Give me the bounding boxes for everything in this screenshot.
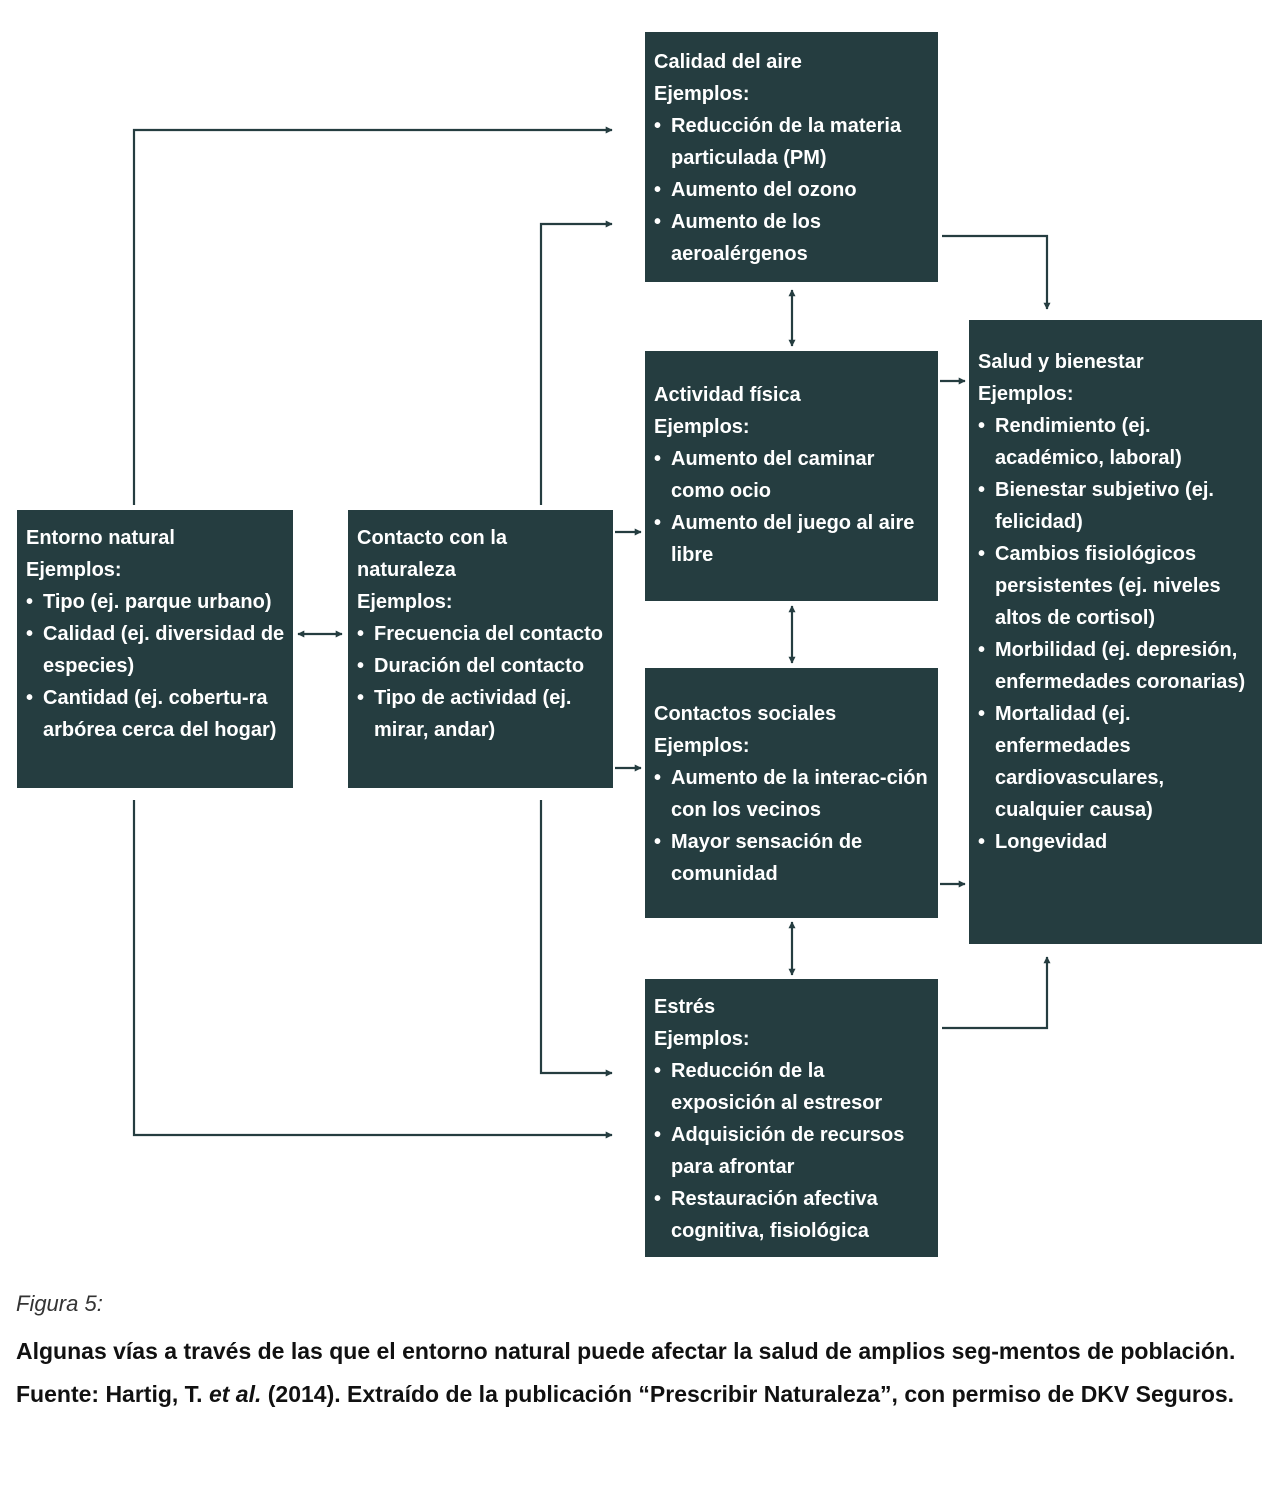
arrow-aire-to-salud bbox=[942, 234, 1051, 310]
caption-et-al: et al. bbox=[208, 1381, 262, 1407]
list-item: Aumento de los aeroalérgenos bbox=[654, 206, 930, 270]
box-title: Actividad física bbox=[654, 384, 801, 406]
list-item: Duración del contacto bbox=[357, 650, 609, 682]
list-item: Restauración afectiva cognitiva, fisioló… bbox=[654, 1183, 930, 1247]
box-subtitle: Ejemplos: bbox=[26, 559, 122, 581]
list-item: Tipo de actividad (ej. mirar, andar) bbox=[357, 682, 609, 746]
list-item: Tipo (ej. parque urbano) bbox=[26, 586, 289, 618]
arrow-contacto-to-estres bbox=[539, 800, 613, 1077]
box-contactos-sociales: Contactos sociales Ejemplos: Aumento de … bbox=[645, 668, 938, 918]
box-list: Aumento del caminar como ocio Aumento de… bbox=[654, 443, 930, 571]
figure-caption: Figura 5: Algunas vías a través de las q… bbox=[16, 1290, 1256, 1416]
arrow-entorno-to-aire bbox=[132, 126, 613, 505]
box-list: Rendimiento (ej. académico, laboral) Bie… bbox=[978, 410, 1254, 858]
box-estres: Estrés Ejemplos: Reducción de la exposic… bbox=[645, 979, 938, 1257]
caption-text-end: (2014). Extraído de la publicación “Pres… bbox=[267, 1381, 1235, 1407]
list-item: Morbilidad (ej. depresión, enfermedades … bbox=[978, 634, 1254, 698]
list-item: Adquisición de recursos para afrontar bbox=[654, 1119, 930, 1183]
arrow-entorno-to-estres bbox=[132, 800, 613, 1139]
box-title: Entorno natural bbox=[26, 527, 175, 549]
box-list: Aumento de la interac-ción con los vecin… bbox=[654, 762, 930, 890]
box-list: Tipo (ej. parque urbano) Calidad (ej. di… bbox=[26, 586, 289, 746]
list-item: Aumento de la interac-ción con los vecin… bbox=[654, 762, 930, 826]
list-item: Rendimiento (ej. académico, laboral) bbox=[978, 410, 1254, 474]
box-title: Contactos sociales bbox=[654, 703, 837, 725]
pathway-diagram: Calidad del aire Ejemplos: Reducción de … bbox=[0, 0, 1280, 1290]
box-list: Reducción de la exposición al estresor A… bbox=[654, 1055, 930, 1247]
box-entorno-natural: Entorno natural Ejemplos: Tipo (ej. parq… bbox=[17, 510, 293, 788]
list-item: Mayor sensación de comunidad bbox=[654, 826, 930, 890]
box-subtitle: Ejemplos: bbox=[654, 735, 750, 757]
list-item: Reducción de la materia particulada (PM) bbox=[654, 110, 930, 174]
caption-text: Algunas vías a través de las que el ento… bbox=[16, 1330, 1256, 1416]
box-salud-y-bienestar: Salud y bienestar Ejemplos: Rendimiento … bbox=[969, 320, 1262, 944]
box-actividad-fisica: Actividad física Ejemplos: Aumento del c… bbox=[645, 351, 938, 601]
list-item: Aumento del caminar como ocio bbox=[654, 443, 930, 507]
list-item: Mortalidad (ej. enfermedades cardiovascu… bbox=[978, 698, 1254, 826]
box-list: Reducción de la materia particulada (PM)… bbox=[654, 110, 930, 270]
arrow-contacto-to-aire bbox=[539, 220, 613, 505]
list-item: Cambios fisiológicos persistentes (ej. n… bbox=[978, 538, 1254, 634]
caption-text-start: Algunas vías a través de las que el ento… bbox=[16, 1338, 1236, 1407]
caption-label: Figura 5: bbox=[16, 1291, 103, 1316]
box-calidad-del-aire: Calidad del aire Ejemplos: Reducción de … bbox=[645, 32, 938, 282]
arrow-estres-to-salud bbox=[942, 956, 1051, 1030]
box-subtitle: Ejemplos: bbox=[357, 591, 453, 613]
list-item: Aumento del ozono bbox=[654, 174, 930, 206]
arrows-layer bbox=[132, 126, 1051, 1139]
box-subtitle: Ejemplos: bbox=[654, 83, 750, 105]
box-title: Estrés bbox=[654, 996, 716, 1018]
list-item: Cantidad (ej. cobertu-ra arbórea cerca d… bbox=[26, 682, 289, 746]
list-item: Frecuencia del contacto bbox=[357, 618, 609, 650]
list-item: Longevidad bbox=[978, 826, 1254, 858]
list-item: Calidad (ej. diversidad de especies) bbox=[26, 618, 289, 682]
box-list: Frecuencia del contacto Duración del con… bbox=[357, 618, 609, 746]
box-subtitle: Ejemplos: bbox=[978, 383, 1074, 405]
box-contacto-con-la-naturaleza: Contacto con la naturaleza Ejemplos: Fre… bbox=[348, 510, 613, 788]
box-title: Contacto con la naturaleza bbox=[357, 527, 508, 581]
box-title: Salud y bienestar bbox=[978, 351, 1144, 373]
list-item: Bienestar subjetivo (ej. felicidad) bbox=[978, 474, 1254, 538]
list-item: Reducción de la exposición al estresor bbox=[654, 1055, 930, 1119]
box-subtitle: Ejemplos: bbox=[654, 1028, 750, 1050]
box-title: Calidad del aire bbox=[654, 51, 802, 73]
box-subtitle: Ejemplos: bbox=[654, 416, 750, 438]
list-item: Aumento del juego al aire libre bbox=[654, 507, 930, 571]
